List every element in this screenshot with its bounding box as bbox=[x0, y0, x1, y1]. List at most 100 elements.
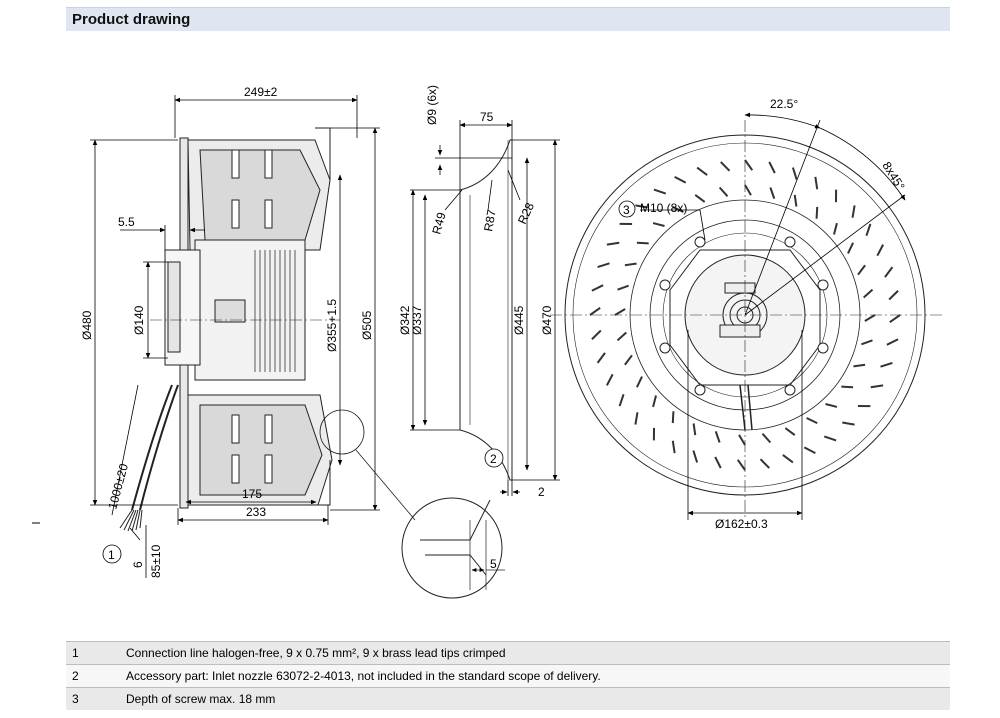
blade-mark bbox=[652, 222, 665, 227]
dim-470: Ø470 bbox=[540, 305, 554, 335]
note-number: 2 bbox=[72, 669, 79, 683]
blade-mark bbox=[803, 446, 816, 454]
blade-mark bbox=[876, 244, 884, 257]
blade-mark bbox=[889, 314, 901, 324]
blade-mark bbox=[597, 262, 610, 269]
callout-3-label: 3 bbox=[623, 203, 630, 217]
blade-mark bbox=[870, 384, 884, 389]
blade-mark bbox=[671, 411, 675, 424]
callout-2: 2 bbox=[484, 448, 504, 468]
blade-mark bbox=[853, 363, 866, 368]
blade-mark bbox=[884, 266, 894, 278]
blade-mark bbox=[861, 339, 873, 346]
blade-mark bbox=[591, 329, 602, 340]
dim-355: Ø355+1.5 bbox=[325, 299, 339, 352]
dim-r87: R87 bbox=[481, 208, 499, 232]
blade-mark bbox=[791, 167, 798, 180]
dim-r49: R49 bbox=[429, 211, 448, 236]
product-drawing: 249±2 5.5 Ø480 Ø140 Ø355+1.5 Ø505 1000±2… bbox=[32, 85, 945, 599]
blade-mark bbox=[596, 352, 606, 364]
blade-mark bbox=[624, 354, 633, 366]
blade-mark bbox=[833, 222, 838, 235]
dim-5: 5 bbox=[490, 557, 497, 571]
blade-mark bbox=[720, 161, 731, 172]
dim-5-5: 5.5 bbox=[118, 215, 135, 229]
blade-mark bbox=[851, 205, 856, 218]
dim-480: Ø480 bbox=[80, 310, 94, 340]
dim-2: 2 bbox=[538, 485, 545, 499]
blade-mark bbox=[806, 417, 818, 424]
note-text: Depth of screw max. 18 mm bbox=[126, 692, 276, 706]
blade-mark bbox=[847, 242, 854, 254]
blade-mark bbox=[674, 176, 687, 184]
blade-mark bbox=[736, 459, 746, 471]
dim-9: Ø9 (6x) bbox=[425, 85, 439, 125]
blade-mark bbox=[606, 373, 614, 386]
detail-view bbox=[401, 497, 505, 599]
blade-mark bbox=[744, 184, 752, 196]
blade-mark bbox=[841, 385, 854, 389]
blade-mark bbox=[589, 306, 601, 316]
angle-8x45: 8x45° bbox=[879, 159, 907, 193]
blade-mark bbox=[634, 412, 639, 425]
note-number: 1 bbox=[72, 646, 79, 660]
blade-mark bbox=[815, 206, 819, 219]
blade-mark bbox=[814, 176, 819, 190]
dim-445: Ø445 bbox=[512, 305, 526, 335]
dim-r28: R28 bbox=[515, 200, 537, 226]
blade-mark bbox=[636, 241, 649, 245]
note-text: Connection line halogen-free, 9 x 0.75 m… bbox=[126, 646, 506, 660]
side-view-dimensions bbox=[90, 95, 380, 578]
side-view bbox=[119, 127, 416, 532]
blade-mark bbox=[714, 431, 721, 443]
callout-3: 3 bbox=[618, 200, 636, 218]
blade-mark bbox=[880, 361, 893, 368]
dim-233: 233 bbox=[246, 505, 266, 519]
blade-mark bbox=[635, 204, 648, 209]
blade-mark bbox=[614, 308, 626, 316]
blade-mark bbox=[591, 284, 604, 292]
blade-mark bbox=[696, 166, 708, 176]
blade-mark bbox=[865, 223, 872, 237]
blade-mark bbox=[825, 403, 838, 408]
notes-table: 1 Connection line halogen-free, 9 x 0.75… bbox=[66, 641, 950, 710]
blade-mark bbox=[761, 433, 772, 444]
blade-mark bbox=[636, 376, 643, 388]
note-row: 3 Depth of screw max. 18 mm bbox=[66, 687, 950, 710]
blade-mark bbox=[769, 187, 776, 199]
blade-mark bbox=[672, 206, 684, 213]
dim-85: 85±10 bbox=[149, 544, 163, 578]
angle-22-5: 22.5° bbox=[770, 97, 798, 111]
blade-mark bbox=[714, 456, 722, 469]
blade-mark bbox=[784, 427, 796, 436]
blade-mark bbox=[768, 161, 776, 174]
dim-337: Ø337 bbox=[410, 305, 424, 335]
nozzle-labels: Ø9 (6x) 75 R49 R87 R28 Ø342 Ø337 Ø445 Ø4… bbox=[398, 85, 554, 499]
blade-mark bbox=[857, 264, 866, 276]
dim-1000: 1000±20 bbox=[105, 462, 131, 511]
dim-140: Ø140 bbox=[132, 305, 146, 335]
blade-mark bbox=[759, 458, 770, 469]
blade-mark bbox=[617, 284, 629, 291]
thread-m10: M10 (8x) bbox=[640, 201, 687, 215]
callout-1: 1 bbox=[102, 544, 122, 564]
blade-mark bbox=[864, 314, 876, 322]
note-row: 1 Connection line halogen-free, 9 x 0.75… bbox=[66, 641, 950, 664]
note-number: 3 bbox=[72, 692, 79, 706]
blade-mark bbox=[624, 262, 637, 267]
blade-mark bbox=[738, 434, 746, 446]
nozzle-section bbox=[459, 139, 513, 481]
section-title: Product drawing bbox=[72, 11, 191, 28]
note-row: 2 Accessory part: Inlet nozzle 63072-2-4… bbox=[66, 664, 950, 687]
blade-mark bbox=[793, 194, 798, 207]
blade-mark bbox=[652, 395, 657, 408]
dim-249: 249±2 bbox=[244, 85, 278, 99]
dim-75: 75 bbox=[480, 110, 494, 124]
blade-mark bbox=[842, 421, 855, 426]
front-view-blades bbox=[589, 159, 901, 471]
blade-mark bbox=[616, 331, 627, 342]
dim-505: Ø505 bbox=[360, 310, 374, 340]
blade-mark bbox=[694, 194, 706, 203]
callout-2-label: 2 bbox=[490, 452, 497, 466]
blade-mark bbox=[692, 450, 699, 463]
